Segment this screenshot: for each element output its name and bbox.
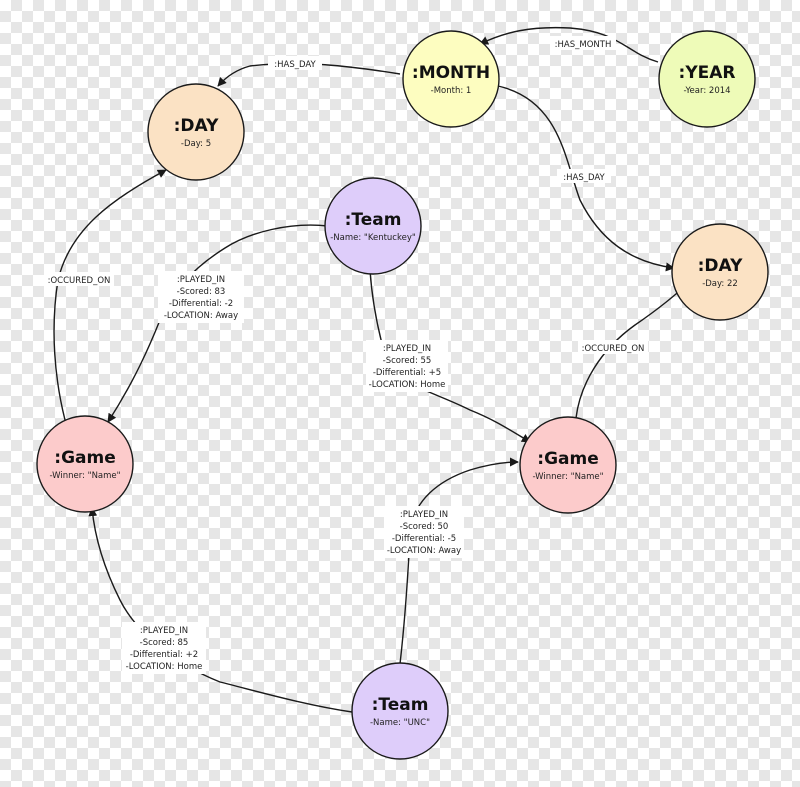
node-month[interactable]: :MONTH -Month: 1 [402, 30, 500, 128]
edge-label-line: :OCCURED_ON [48, 276, 111, 286]
node-team-unc-prop: -Name: "UNC" [370, 718, 430, 728]
edge-ky-played-left[interactable] [107, 224, 329, 423]
edge-label-line: :HAS_MONTH [555, 40, 612, 50]
node-game-right-title: :Game [537, 449, 598, 469]
node-game-left-prop: -Winner: "Name" [49, 471, 120, 481]
node-year-circle [658, 30, 756, 128]
edge-label-has-day-22: :HAS_DAY [557, 169, 611, 183]
edge-label-occured-on-right: :OCCURED_ON [578, 340, 648, 354]
edge-label-line: -Differential: -5 [392, 534, 456, 544]
node-game-right-prop: -Winner: "Name" [532, 472, 603, 482]
node-team-unc-circle [351, 662, 449, 760]
edge-label-has-day-5: :HAS_DAY [268, 56, 322, 70]
edge-labels: :HAS_MONTH :HAS_DAY :HAS_DAY :OCCURED_ON… [44, 36, 648, 674]
edge-label-line: :PLAYED_IN [140, 626, 188, 636]
edge-has-day-5[interactable] [217, 62, 401, 87]
node-day-5-prop: -Day: 5 [181, 139, 211, 149]
edge-label-ky-played-left: :PLAYED_IN -Scored: 83 -Differential: -2… [158, 271, 244, 323]
edge-label-line: :PLAYED_IN [400, 510, 448, 520]
node-month-circle [402, 30, 500, 128]
edge-label-line: -LOCATION: Away [387, 546, 461, 556]
edge-label-occured-on-left: :OCCURED_ON [44, 272, 114, 286]
edge-label-line: -Scored: 55 [383, 356, 432, 366]
edge-label-line: -Differential: +5 [373, 368, 441, 378]
node-game-left-circle [36, 415, 134, 513]
node-game-left-title: :Game [54, 448, 115, 468]
edge-label-line: -Scored: 50 [400, 522, 449, 532]
edge-label-line: -Differential: +2 [130, 650, 198, 660]
edge-label-line: -Differential: -2 [169, 299, 233, 309]
node-day-5-title: :DAY [174, 116, 219, 136]
node-day-5-circle [147, 83, 245, 181]
edge-occured-on-left[interactable] [53, 169, 167, 421]
edge-label-line: :PLAYED_IN [383, 344, 431, 354]
node-team-kentuckey-prop: -Name: "Kentuckey" [330, 233, 416, 243]
node-day-22-prop: -Day: 22 [702, 279, 738, 289]
node-team-unc[interactable]: :Team -Name: "UNC" [351, 662, 449, 760]
node-year-prop: -Year: 2014 [683, 86, 730, 96]
edge-label-line: -LOCATION: Home [369, 380, 446, 390]
edge-label-unc-played-left: :PLAYED_IN -Scored: 85 -Differential: +2… [122, 622, 206, 674]
edge-has-month[interactable] [479, 26, 659, 63]
edge-unc-played-left[interactable] [88, 507, 353, 713]
edge-label-line: -Scored: 83 [177, 287, 226, 297]
edge-unc-played-right[interactable] [399, 457, 519, 665]
node-month-title: :MONTH [412, 63, 490, 83]
edge-label-line: :PLAYED_IN [177, 275, 225, 285]
edge-label-ky-played-right: :PLAYED_IN -Scored: 55 -Differential: +5… [366, 340, 448, 392]
node-day-5[interactable]: :DAY -Day: 5 [147, 83, 245, 181]
node-team-unc-title: :Team [372, 695, 429, 715]
nodes: :YEAR -Year: 2014 :MONTH -Month: 1 :DAY … [36, 30, 769, 760]
node-month-prop: -Month: 1 [431, 86, 472, 96]
node-year[interactable]: :YEAR -Year: 2014 [658, 30, 756, 128]
node-team-kentuckey-circle [324, 177, 422, 275]
edge-label-line: -Scored: 85 [140, 638, 189, 648]
edge-label-line: :HAS_DAY [274, 60, 316, 70]
node-day-22-title: :DAY [698, 256, 743, 276]
node-game-right[interactable]: :Game -Winner: "Name" [519, 416, 617, 514]
node-year-title: :YEAR [679, 63, 736, 83]
edge-label-line: :OCCURED_ON [582, 344, 645, 354]
edge-label-has-month: :HAS_MONTH [550, 36, 616, 50]
node-game-left[interactable]: :Game -Winner: "Name" [36, 415, 134, 513]
node-day-22[interactable]: :DAY -Day: 22 [671, 223, 769, 321]
node-day-22-circle [671, 223, 769, 321]
edge-label-unc-played-right: :PLAYED_IN -Scored: 50 -Differential: -5… [384, 506, 464, 558]
edge-label-line: -LOCATION: Away [164, 311, 238, 321]
edge-has-day-22[interactable] [497, 85, 675, 272]
node-game-right-circle [519, 416, 617, 514]
edge-occured-on-right[interactable] [575, 281, 691, 419]
node-team-kentuckey[interactable]: :Team -Name: "Kentuckey" [324, 177, 422, 275]
node-team-kentuckey-title: :Team [345, 210, 402, 230]
edge-label-line: -LOCATION: Home [126, 662, 203, 672]
edge-label-line: :HAS_DAY [563, 173, 605, 183]
